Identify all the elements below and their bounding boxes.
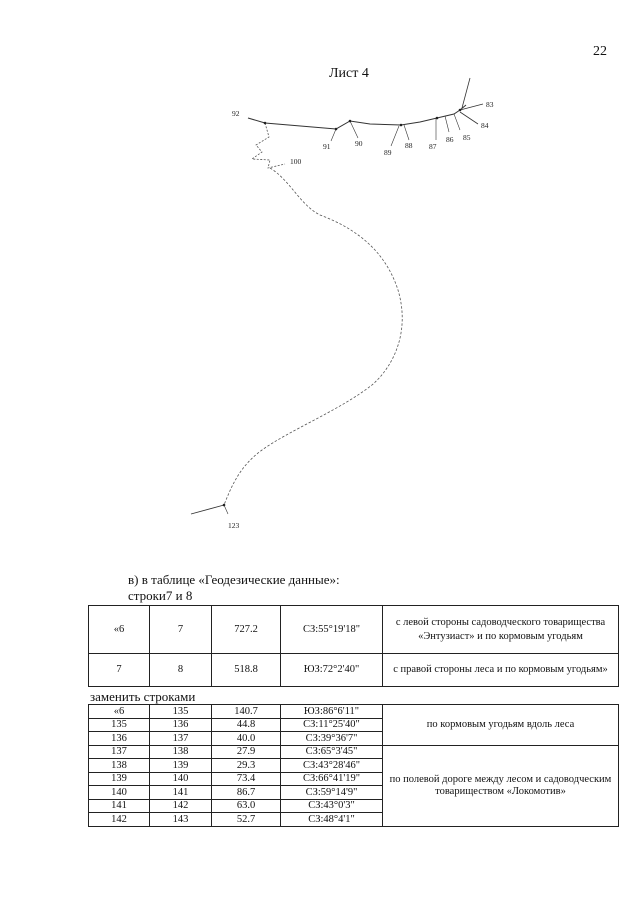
boundary-spur-123 — [190, 504, 225, 515]
new-rows-table: «6 135 140.7 ЮЗ:86°6'11" по кормовым уго… — [88, 704, 619, 827]
cell-to: 141 — [149, 785, 212, 800]
point-label: 85 — [463, 133, 471, 142]
cell-length: 73.4 — [211, 771, 281, 786]
cell-bearing: СЗ:48°4'1" — [280, 812, 383, 827]
intro-line-2: строки7 и 8 — [128, 588, 193, 603]
cell-from: 7 — [88, 653, 150, 687]
cell-bearing: СЗ:43°0'3" — [280, 798, 383, 813]
boundary-spur-top — [461, 77, 471, 109]
boundary-spur-83 — [459, 103, 484, 111]
cell-bearing: СЗ:65°3'45" — [280, 744, 383, 759]
point-label: 88 — [405, 141, 413, 150]
cell-length: 29.3 — [211, 758, 281, 773]
cell-from: 141 — [88, 798, 150, 813]
cell-from: 135 — [88, 717, 150, 732]
cell-from: 140 — [88, 785, 150, 800]
cell-from: 139 — [88, 771, 150, 786]
table-row: 142 143 52.7 СЗ:48°4'1" — [88, 812, 619, 827]
cell-to: 8 — [149, 653, 212, 687]
point-label: 123 — [228, 521, 240, 530]
table-row: «6 135 140.7 ЮЗ:86°6'11" по кормовым уго… — [88, 704, 619, 746]
cell-to: 139 — [149, 758, 212, 773]
cell-description: по кормовым угодьям вдоль леса — [382, 704, 619, 746]
cell-length: 40.0 — [211, 731, 281, 746]
table-row: «6 7 727.2 СЗ:55°19'18" с левой стороны … — [88, 605, 619, 654]
table-row: 138 139 29.3 СЗ:43°28'46" — [88, 758, 619, 773]
cell-to: 136 — [149, 717, 212, 732]
boundary-map: 92 91 90 89 88 87 86 85 84 83 100 123 — [190, 77, 494, 530]
point-label: 86 — [446, 135, 454, 144]
cell-to: 143 — [149, 812, 212, 827]
cell-description: с левой стороны садоводческого товарищес… — [382, 605, 619, 654]
cell-bearing: СЗ:11°25'40" — [280, 717, 383, 732]
old-rows-table: «6 7 727.2 СЗ:55°19'18" с левой стороны … — [88, 605, 619, 687]
point-label: 100 — [290, 157, 302, 166]
point-label: 91 — [323, 142, 331, 151]
cell-bearing: СЗ:39°36'7" — [280, 731, 383, 746]
cell-length: 44.8 — [211, 717, 281, 732]
cell-to: 137 — [149, 731, 212, 746]
cell-length: 27.9 — [211, 744, 281, 759]
cell-bearing: СЗ:43°28'46" — [280, 758, 383, 773]
point-label: 84 — [481, 121, 489, 130]
cell-length: 518.8 — [211, 653, 281, 687]
cell-description: с правой стороны леса и по кормовым угод… — [382, 653, 619, 687]
cell-bearing: СЗ:59°14'9" — [280, 785, 383, 800]
cell-to: 140 — [149, 771, 212, 786]
replace-label: заменить строками — [90, 689, 196, 704]
cell-length: 63.0 — [211, 798, 281, 813]
cell-from: «6 — [88, 605, 150, 654]
table-row: 140 141 86.7 СЗ:59°14'9" — [88, 785, 619, 800]
table-row: 7 8 518.8 ЮЗ:72°2'40" с правой стороны л… — [88, 653, 619, 687]
point-label: 90 — [355, 139, 363, 148]
cell-from: «6 — [88, 704, 150, 719]
cell-length: 52.7 — [211, 812, 281, 827]
table-row: 141 142 63.0 СЗ:43°0'3" — [88, 798, 619, 813]
boundary-line-long — [223, 167, 403, 506]
sheet-title: Лист 4 — [329, 66, 369, 81]
cell-to: 142 — [149, 798, 212, 813]
cell-description: по полевой дороге между лесом и садоводч… — [382, 744, 619, 827]
page-number: 22 — [593, 44, 607, 59]
point-label: 83 — [486, 100, 494, 109]
point-label: 92 — [232, 109, 240, 118]
boundary-zigzag — [250, 122, 286, 169]
cell-to: 135 — [149, 704, 212, 719]
cell-to: 138 — [149, 744, 212, 759]
boundary-line-upper — [247, 104, 467, 130]
cell-bearing: ЮЗ:72°2'40" — [280, 653, 383, 687]
point-label: 89 — [384, 148, 392, 157]
cell-bearing: ЮЗ:86°6'11" — [280, 704, 383, 719]
point-label: 87 — [429, 142, 437, 151]
cell-length: 140.7 — [211, 704, 281, 719]
cell-from: 138 — [88, 758, 150, 773]
cell-bearing: СЗ:66°41'19" — [280, 771, 383, 786]
cell-from: 136 — [88, 731, 150, 746]
cell-bearing: СЗ:55°19'18" — [280, 605, 383, 654]
cell-length: 86.7 — [211, 785, 281, 800]
cell-from: 137 — [88, 744, 150, 759]
cell-from: 142 — [88, 812, 150, 827]
intro-line-1: в) в таблице «Геодезические данные»: — [128, 572, 340, 587]
boundary-spur-84 — [459, 111, 479, 125]
cell-to: 7 — [149, 605, 212, 654]
table-row: 137 138 27.9 СЗ:65°3'45" по полевой доро… — [88, 744, 619, 827]
cell-length: 727.2 — [211, 605, 281, 654]
